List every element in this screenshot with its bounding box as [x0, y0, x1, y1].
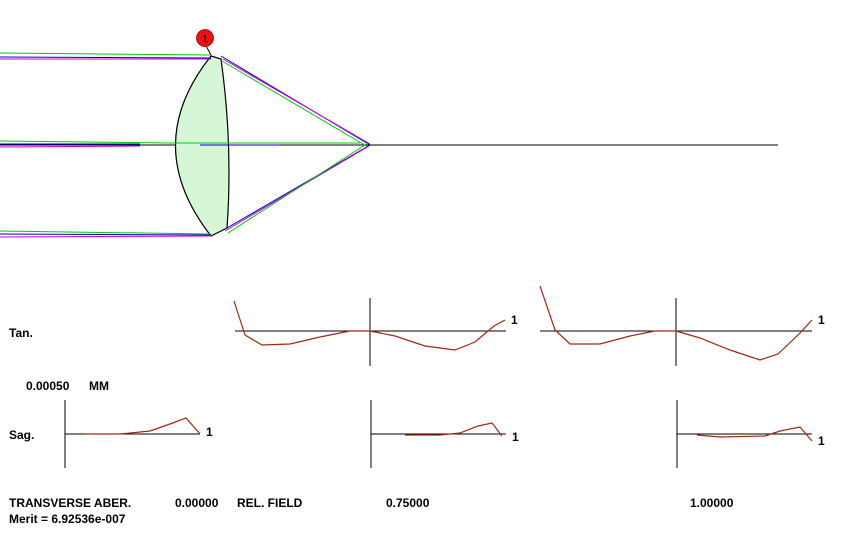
lens-element[interactable] — [175, 55, 230, 237]
sag-plot-000-curve-label: 1 — [206, 425, 213, 439]
sag-plot-000-curve — [85, 417, 201, 435]
incoming-rays-top — [0, 52, 212, 60]
ray-fan-plots: Tan. 0.00050 MM Sag. 1 1 1 — [9, 285, 825, 526]
lens-layout-diagram: 1 — [0, 29, 778, 238]
rel-field-label: REL. FIELD — [237, 496, 303, 510]
incoming-rays-middle — [0, 140, 360, 148]
sag-plot-100-curve — [696, 426, 813, 442]
sag-plot-075-curve-label: 1 — [512, 430, 519, 444]
tan-label: Tan. — [9, 326, 33, 340]
tan-plot-100-curve — [539, 285, 813, 361]
sag-label: Sag. — [9, 428, 34, 442]
scale-unit: MM — [89, 379, 109, 393]
tan-plot-100-curve-label: 1 — [818, 313, 825, 327]
tan-plot-field-100: 1 — [539, 285, 825, 366]
field-value-2: 1.00000 — [690, 496, 734, 510]
tan-plot-075-curve-label: 1 — [511, 313, 518, 327]
sag-plot-field-100: 1 — [676, 400, 825, 468]
sag-plot-075-curve — [405, 422, 503, 437]
tan-plot-075-curve — [233, 300, 506, 351]
incoming-rays-bottom — [0, 230, 212, 238]
sag-plot-field-075: 1 — [370, 400, 519, 468]
converging-rays — [220, 55, 371, 234]
tan-plot-field-075: 1 — [233, 298, 518, 366]
field-value-1: 0.75000 — [386, 496, 430, 510]
surface-marker[interactable]: 1 — [196, 29, 214, 56]
sag-plot-100-curve-label: 1 — [818, 434, 825, 448]
surface-marker-number: 1 — [202, 34, 208, 45]
scale-value: 0.00050 — [26, 379, 70, 393]
merit-text: Merit = 6.92536e-007 — [9, 512, 126, 526]
transverse-aber-label: TRANSVERSE ABER. — [9, 496, 131, 510]
field-value-0: 0.00000 — [175, 496, 219, 510]
sag-plot-field-000: 1 — [64, 400, 213, 468]
surface-marker-circle — [196, 29, 214, 47]
